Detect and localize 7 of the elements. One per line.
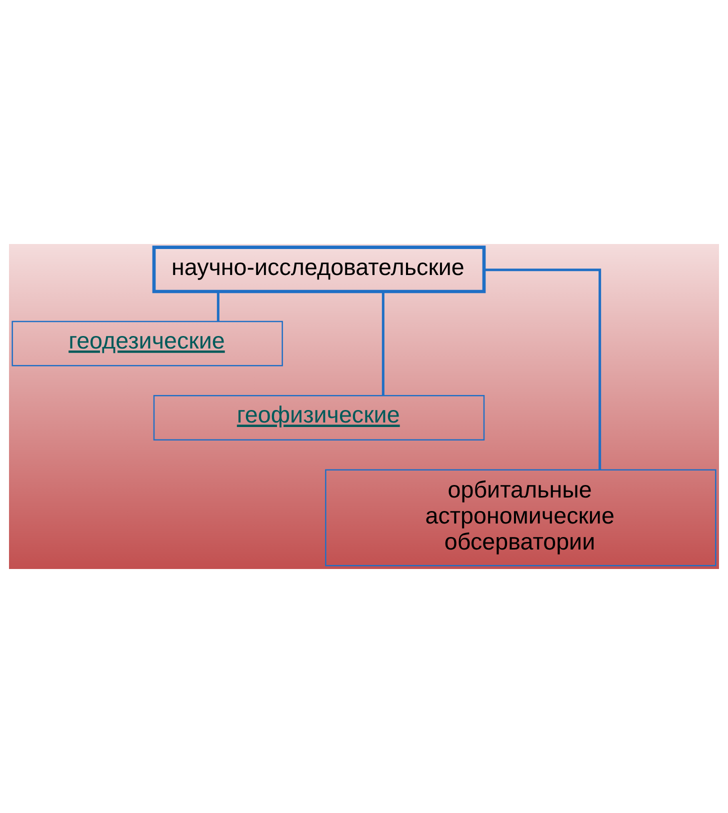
- connector: [484, 268, 602, 470]
- node-box: орбитальные астрономические обсерватории: [325, 469, 716, 566]
- connector: [216, 292, 220, 322]
- node-box: научно-исследовательские: [152, 246, 486, 294]
- node-box: геофизические: [153, 395, 485, 440]
- connector: [382, 292, 384, 396]
- node-box: геодезические: [12, 320, 283, 366]
